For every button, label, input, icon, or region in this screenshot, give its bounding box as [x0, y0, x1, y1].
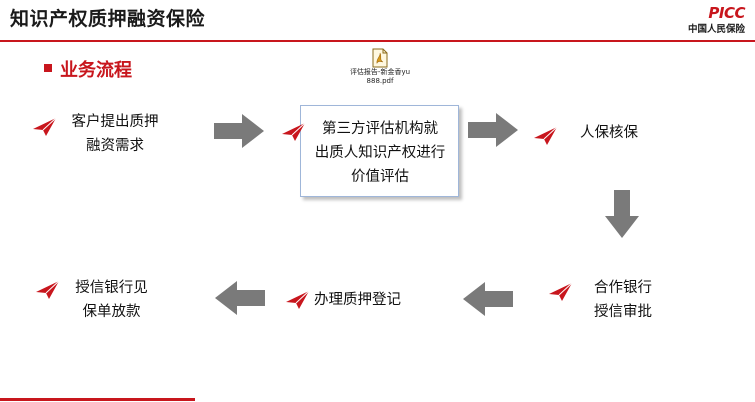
- arrow-right-icon: [214, 114, 264, 148]
- section-bullet: [44, 64, 52, 72]
- paper-plane-icon: [33, 117, 57, 136]
- page-title: 知识产权质押融资保险: [10, 8, 206, 30]
- step-bank-approval-line2: 授信审批: [594, 304, 652, 320]
- footer-accent-line: [0, 398, 195, 401]
- paper-plane-icon: [36, 280, 60, 299]
- step-evaluation: 第三方评估机构就 出质人知识产权进行 价值评估: [306, 117, 454, 189]
- step-evaluation-line1: 第三方评估机构就: [322, 121, 438, 137]
- pdf-attachment[interactable]: 评估报告-新金香yu 888.pdf: [340, 48, 420, 86]
- paper-plane-icon: [286, 290, 310, 309]
- step-evaluation-line2: 出质人知识产权进行: [314, 145, 446, 161]
- step-bank-approval-line1: 合作银行: [594, 280, 652, 296]
- step-loan-release-line2: 保单放款: [82, 304, 141, 320]
- step-customer-request-line1: 客户提出质押: [71, 114, 159, 130]
- step-pledge-registration-line1: 办理质押登记: [314, 292, 401, 308]
- arrow-right-icon: [468, 113, 518, 147]
- step-loan-release-line1: 授信银行见: [75, 280, 148, 296]
- logo-mark-text: PICC: [708, 4, 745, 22]
- picc-logo: PICC 中国人民保险: [665, 4, 746, 36]
- arrow-left-icon: [215, 281, 265, 315]
- step-underwriting: 人保核保: [564, 121, 654, 145]
- attachment-name-line1: 评估报告-新金香yu: [349, 68, 411, 76]
- step-bank-approval: 合作银行 授信审批: [578, 276, 668, 324]
- attachment-name-line2: 888.pdf: [366, 77, 394, 85]
- paper-plane-icon: [534, 126, 558, 145]
- section-title: 业务流程: [60, 60, 132, 81]
- step-loan-release: 授信银行见 保单放款: [64, 276, 159, 324]
- step-customer-request: 客户提出质押 融资需求: [60, 110, 170, 158]
- step-customer-request-line2: 融资需求: [86, 138, 144, 154]
- arrow-down-icon: [605, 190, 639, 238]
- paper-plane-icon: [549, 282, 573, 301]
- step-evaluation-line3: 价值评估: [351, 169, 409, 185]
- step-underwriting-line1: 人保核保: [580, 125, 638, 141]
- step-evaluation-box: [300, 105, 459, 197]
- step-pledge-registration: 办理质押登记: [314, 288, 424, 312]
- header-divider: [0, 40, 755, 42]
- logo-sub-text: 中国人民保险: [687, 24, 745, 35]
- pdf-file-icon: [372, 48, 388, 68]
- arrow-left-icon: [463, 282, 513, 316]
- paper-plane-icon: [282, 122, 306, 141]
